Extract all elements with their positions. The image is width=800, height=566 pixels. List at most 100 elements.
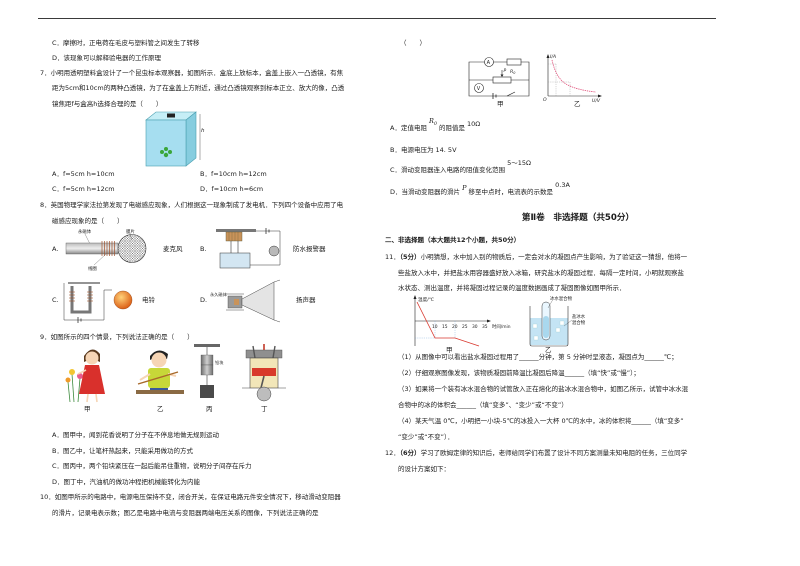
q9-option-a: A．图甲中，闻到花香说明了分子在不停息地做无规则运动 <box>52 431 219 439</box>
q7-stem-line: 镜焦距f与盒高h选择合理的是（ ） <box>52 100 163 108</box>
q11-stem-line: 水状态、测出温度，并将凝固过程记录的温度数据画成了凝固图像如图甲所示． <box>398 284 626 292</box>
slide-rheostat <box>492 76 512 84</box>
label-diaphragm: 膜片 <box>126 228 135 235</box>
x-tick: 10 <box>432 324 438 330</box>
q12-stem-line: 12．（6分）学习了欧姆定律的知识后，老师给同学们布置了设计不同方案测量未知电阻… <box>385 449 688 457</box>
q6-option-d: D．该现象可以解释验电器的工作原理 <box>52 54 162 62</box>
graph-x-axis-label: U/V <box>592 98 601 104</box>
q9-figure-label: 丙 <box>206 405 213 413</box>
bath-label: 盐冰水 <box>572 313 586 320</box>
q11-sub-question: “变少”或“不变”）． <box>398 433 454 441</box>
q6-option-c: C．摩擦时，正电荷在毛皮与塑料管之间发生了转移 <box>52 39 200 47</box>
q8-option-b-letter: B. <box>200 245 207 253</box>
lead-block-top <box>200 354 214 366</box>
header-rule <box>38 18 716 19</box>
q11-sub-question: （3）如果将一个装有冰水混合物的试管放入正在熔化的盐冰水混合物中，如图乙所示，试… <box>398 385 689 393</box>
q7-insect-box-figure: h <box>145 111 205 167</box>
boy-rubbing-pencil-figure <box>136 350 184 394</box>
q9-option-d: D．图丁中，汽油机的做功冲程把机械能转化为内能 <box>52 478 201 486</box>
alarm-bell-icon <box>268 245 280 257</box>
q8-option-c-name: 电铃 <box>142 296 155 304</box>
lead-block-bottom <box>200 364 214 376</box>
x-tick: 35 <box>482 324 488 330</box>
gasoline-engine-figure <box>242 344 286 402</box>
specimen-icon <box>160 147 172 158</box>
q8-option-a-letter: A. <box>52 245 59 253</box>
crankshaft-icon <box>256 386 272 402</box>
q11-sub-question: （4）某天气温 0℃，小明把一小块-5℃的冰投入一大杯 0℃的水中，冰的体积将_… <box>398 417 684 425</box>
q7-option-a: A．f=5cm h=10cm <box>52 170 115 178</box>
q7-stem-line: 距为5cm和10cm的两种凸透镜，为了在盒盖上方附近，通过凸透镜观察到标本正立、… <box>52 84 345 92</box>
q9-option-c: C．图丙中，两个铅块紧压在一起后能吊住重物，说明分子间存在斥力 <box>52 462 252 470</box>
x-tick: 30 <box>472 324 478 330</box>
q11-beaker-figure: 冰水混合物 盐冰水 混合物 <box>529 295 586 347</box>
graph-y-axis-label: I/A <box>550 54 556 60</box>
q10-option-d: D．当滑动变阻器的滑片 P 移至中点时，电流表的示数是 0.3A <box>390 181 570 196</box>
x-tick: 20 <box>452 324 458 330</box>
section-part-heading: 二、非选择题（本大题共12个小题，共50分） <box>385 236 521 244</box>
beaker <box>529 306 569 347</box>
q11-sub-question: （2）仔细观察图像发现，该物质凝固前降温比凝固后降温______（填“快”或“慢… <box>398 369 640 377</box>
fixed-resistor <box>506 58 522 66</box>
q8-option-a-name: 麦克风 <box>163 245 183 253</box>
voltmeter-icon <box>474 83 484 93</box>
q9-figure-label: 丁 <box>261 405 268 413</box>
q7-h-label: h <box>201 128 205 134</box>
q9-stem: 9．如图所示的四个情景，下列说法正确的是（ ） <box>40 333 194 341</box>
x-tick: 25 <box>462 324 468 330</box>
q11-solidification-graph: 温度/℃ 10 15 20 25 30 35 时间/min <box>413 295 511 347</box>
q9-figure-label: 乙 <box>157 405 164 413</box>
convex-lens <box>167 113 175 118</box>
q11-beaker-caption: 乙 <box>545 346 552 354</box>
lead-block-label: 铅块 <box>215 359 224 366</box>
x-tick: 15 <box>442 324 448 330</box>
electric-bell-figure <box>63 282 133 323</box>
temperature-curve <box>416 301 480 347</box>
graph-y-axis-label: 温度/℃ <box>418 296 434 303</box>
q11-sub-question: （1）从图像中可以看出盐水凝固过程用了______分钟，第 5 分钟时呈液态，凝… <box>398 353 678 361</box>
tube-label: 冰水混合物 <box>550 295 573 302</box>
q10-option-b: B．电源电压为 14. 5V <box>390 146 457 154</box>
q8-stem-line: 8．英国物理学家法拉第发现了电磁感应现象，人们根据这一现象制成了发电机．下列四个… <box>40 201 344 209</box>
q8-option-d-letter: D. <box>200 296 208 304</box>
fixed-resistor-label: R0 <box>510 69 515 75</box>
q10-circuit-caption: 甲 <box>497 100 504 108</box>
q10-graph-caption: 乙 <box>574 100 581 108</box>
current-curve <box>551 59 597 93</box>
resistor-symbol: R0 <box>429 117 437 127</box>
bath-label: 混合物 <box>572 319 586 326</box>
label-coil: 线圈 <box>88 265 97 272</box>
q10-stem-line: 10．如图甲所示的电路中，电源电压保持不变，闭合开关，在保证电路元件安全情况下，… <box>40 493 341 501</box>
q9-option-b: B．图乙中，让笔杆热起来，只能采用做功的方式 <box>52 447 193 455</box>
switch <box>506 91 516 97</box>
ammeter-label: A <box>487 60 491 66</box>
microphone-figure: 永磁体 膜片 线圈 <box>65 228 147 272</box>
q11-sub-question: 合物中的冰的体积会______（填“变多”、“变少”或“不变”） <box>398 401 568 409</box>
q10-answer-bracket: （ ） <box>400 39 426 47</box>
loudspeaker-figure: 永久磁体 <box>210 279 281 323</box>
waterproof-alarm-figure <box>216 228 281 269</box>
q8-option-b-name: 防水报警器 <box>293 245 326 253</box>
label-permanent-magnet: 永磁体 <box>78 228 92 235</box>
girl-smelling-flowers-figure <box>65 349 105 403</box>
q7-option-d: D．f=10cm h=6cm <box>200 185 264 193</box>
graph-origin-label: O <box>543 97 547 103</box>
hanging-weight <box>200 385 214 398</box>
q7-option-b: B．f=10cm h=12cm <box>200 170 267 178</box>
q10-option-a: A．定值电阻 R0 的阻值是 10Ω <box>390 117 481 132</box>
q11-graph-caption: 甲 <box>446 346 453 354</box>
q7-stem-line: 7．小明用透明塑料盒设计了一个昆虫标本观察器，如图所示．盒底上放标本，盒盖上嵌入… <box>40 69 344 77</box>
q12-stem-line: 的设计方案如下： <box>398 465 450 473</box>
voltmeter-label: V <box>477 86 481 92</box>
q9-figure-label: 甲 <box>84 405 91 413</box>
q7-option-c: C．f=5cm h=12cm <box>52 185 115 193</box>
ammeter-icon <box>484 57 494 67</box>
piston <box>252 368 276 376</box>
q11-stem-line: 11．（5分）小明猜想，水中加入别的物质后，一定会对水的凝固点产生影响，为了验证… <box>385 253 688 261</box>
slider-pointer-label: P <box>504 68 507 74</box>
microphone-mesh-icon <box>117 234 147 263</box>
lead-blocks-figure: 铅块 <box>194 344 224 398</box>
graph-x-axis-label: 时间/min <box>492 323 511 330</box>
q10-circuit-figure: A R0 P V <box>468 57 530 99</box>
label-permanent-magnet: 永久磁体 <box>210 291 228 298</box>
